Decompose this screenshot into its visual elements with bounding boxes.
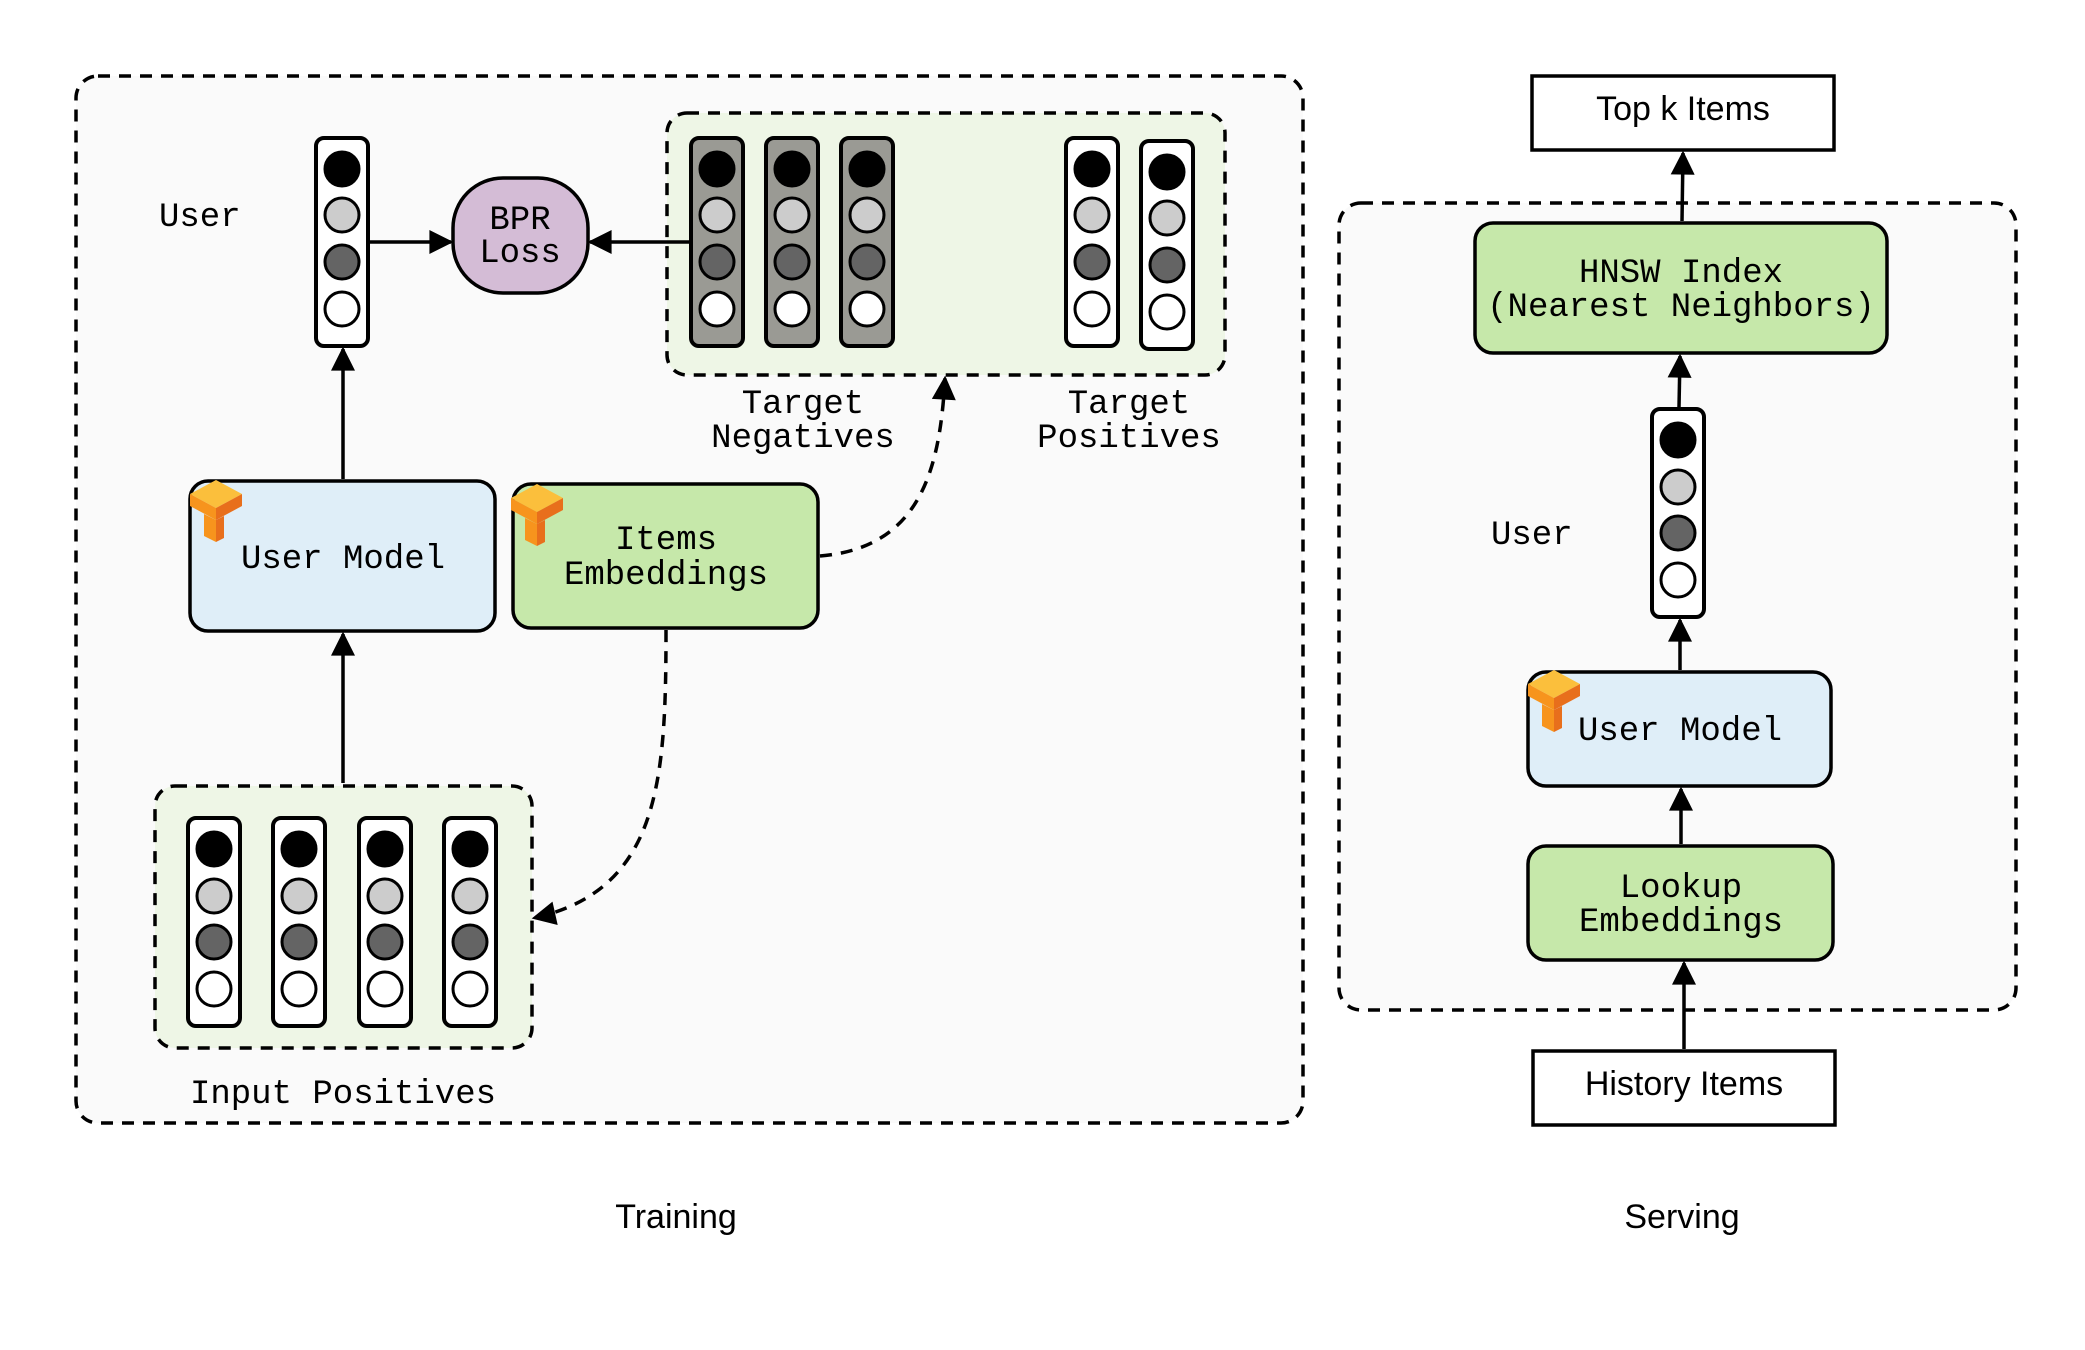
serving-user-label: User <box>1491 517 1573 555</box>
serving-panel: Top k Items HNSW Index (Nearest Neighbor… <box>1337 74 2018 1127</box>
training-user-model-label: User Model <box>241 541 445 579</box>
training-user-model-box: User Model <box>188 479 497 633</box>
bpr-loss-line2: Loss <box>479 235 561 273</box>
top-k-items-label: Top k Items <box>1596 90 1770 128</box>
hnsw-index-line2: (Nearest Neighbors) <box>1487 289 1875 327</box>
input-positives-group <box>153 784 534 1050</box>
serving-user-model-box: User Model <box>1526 670 1833 788</box>
input-positives-label: Input Positives <box>190 1076 496 1114</box>
input-positive-vector <box>271 816 327 1028</box>
bpr-loss-line1: BPR <box>489 202 550 240</box>
target-positives-label-line2: Positives <box>1037 420 1221 458</box>
lookup-embeddings-line2: Embeddings <box>1579 904 1783 942</box>
serving-caption: Serving <box>1624 1198 1739 1236</box>
target-negative-vector <box>839 136 895 348</box>
hnsw-index-box: HNSW Index (Nearest Neighbors) <box>1473 221 1889 355</box>
history-items-box: History Items <box>1531 1049 1837 1127</box>
items-embeddings-line1: Items <box>615 522 717 560</box>
target-positives-label-line1: Target <box>1068 386 1190 424</box>
bpr-loss-node: BPR Loss <box>451 176 590 295</box>
lookup-embeddings-line1: Lookup <box>1620 870 1742 908</box>
history-items-label: History Items <box>1585 1065 1783 1103</box>
training-panel: User BPR Loss <box>74 74 1305 1125</box>
serving-user-model-label: User Model <box>1578 713 1782 751</box>
items-embeddings-line2: Embeddings <box>564 557 768 595</box>
tensorflow-logo-icon <box>190 480 242 542</box>
target-positive-vector <box>1064 136 1120 348</box>
tensorflow-logo-icon <box>1528 670 1580 732</box>
input-positive-vector <box>357 816 413 1028</box>
training-user-label: User <box>159 199 241 237</box>
arrow-embeddings-to-inputs <box>531 629 668 926</box>
hnsw-index-line1: HNSW Index <box>1579 255 1783 293</box>
arrow-user-to-hnsw <box>1667 353 1692 408</box>
lookup-embeddings-box: Lookup Embeddings <box>1526 844 1835 962</box>
target-negatives-label-line2: Negatives <box>711 420 895 458</box>
arrow-hnsw-to-top-k <box>1670 150 1695 222</box>
items-embeddings-box: Items Embeddings <box>511 482 820 630</box>
tensorflow-logo-icon <box>511 484 563 546</box>
input-positive-vector <box>186 816 242 1028</box>
training-user-vector <box>314 136 370 348</box>
target-negatives-label-line1: Target <box>742 386 864 424</box>
target-negative-vector <box>689 136 745 348</box>
serving-user-vector <box>1650 407 1706 619</box>
training-caption: Training <box>615 1198 737 1236</box>
input-positive-vector <box>442 816 498 1028</box>
target-positive-vector <box>1139 139 1195 351</box>
top-k-items-box: Top k Items <box>1530 74 1836 152</box>
target-negative-vector <box>764 136 820 348</box>
